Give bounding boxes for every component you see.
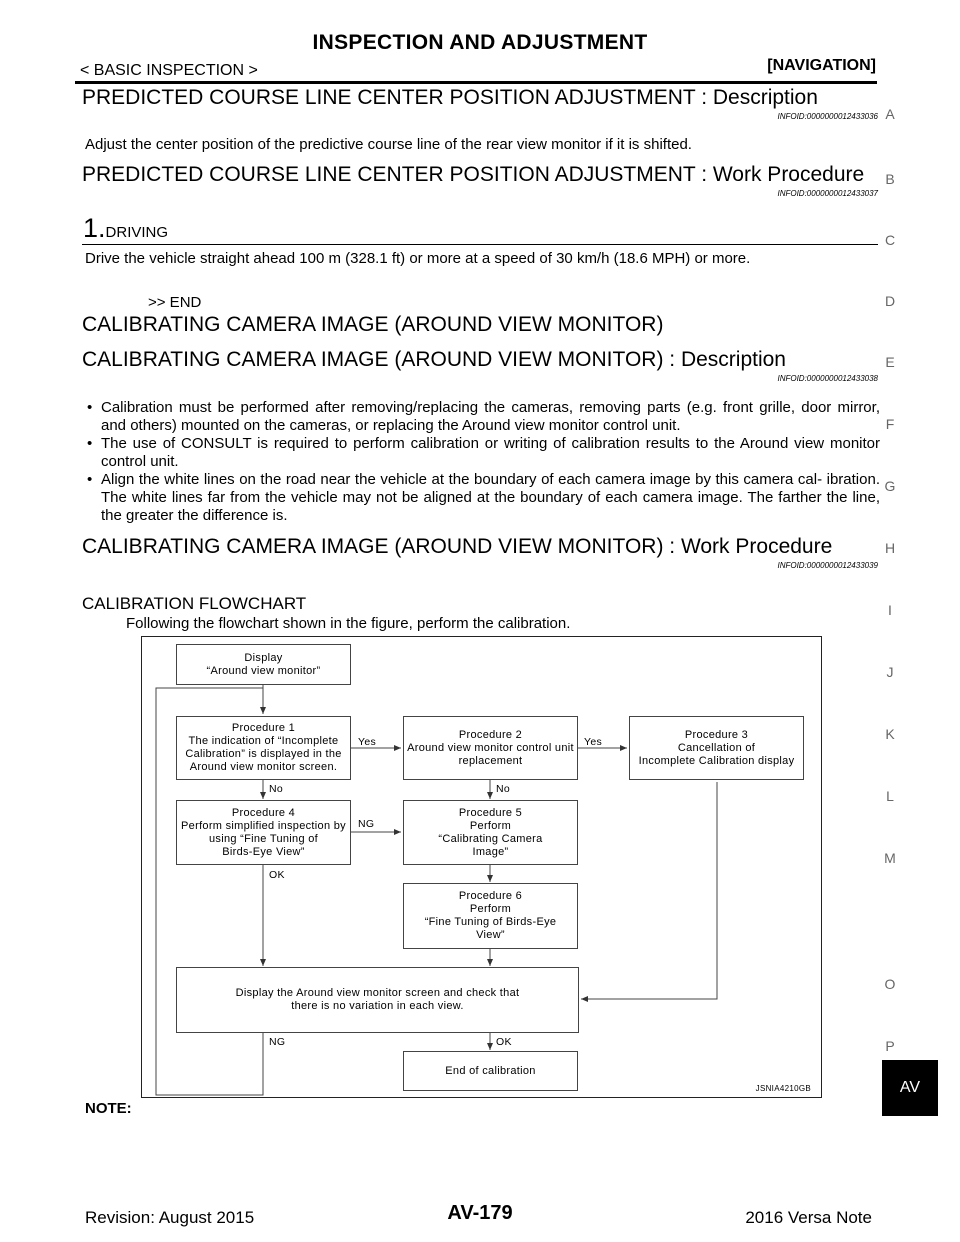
- step-1-text: Drive the vehicle straight ahead 100 m (…: [85, 250, 751, 267]
- ng-label: NG: [269, 1036, 286, 1048]
- section-tag: [NAVIGATION]: [767, 57, 876, 74]
- ok-label: OK: [269, 869, 285, 881]
- calib-work-infoid: INFOID:0000000012433039: [777, 561, 878, 570]
- ng-label: NG: [358, 818, 375, 830]
- flowchart-figure: Display“Around view monitor” Procedure 1…: [141, 636, 822, 1098]
- index-letter: L: [886, 788, 894, 804]
- index-tab-active[interactable]: AV: [882, 1060, 938, 1116]
- step-1-heading: 1.DRIVING: [83, 213, 168, 244]
- step-rule: [82, 244, 878, 245]
- bullet-item: •Align the white lines on the road near …: [87, 471, 880, 524]
- footer-revision: Revision: August 2015: [85, 1208, 255, 1227]
- index-letter: H: [884, 540, 896, 556]
- ok-label: OK: [496, 1036, 512, 1048]
- index-letter: A: [885, 106, 895, 122]
- flowchart-connectors: [155, 685, 718, 1096]
- footer-model: 2016 Versa Note: [745, 1208, 872, 1227]
- no-label: No: [496, 783, 511, 795]
- index-letter: I: [888, 602, 892, 618]
- pred-work-title: PREDICTED COURSE LINE CENTER POSITION AD…: [82, 163, 865, 186]
- index-letter: B: [885, 171, 895, 187]
- calib-desc-title: CALIBRATING CAMERA IMAGE (AROUND VIEW MO…: [82, 348, 786, 371]
- yes-label: Yes: [358, 736, 377, 748]
- yes-label: Yes: [584, 736, 603, 748]
- index-letter: P: [885, 1038, 895, 1054]
- pred-desc-text: Adjust the center position of the predic…: [85, 136, 692, 153]
- index-letter: C: [884, 232, 896, 248]
- calib-title: CALIBRATING CAMERA IMAGE (AROUND VIEW MO…: [82, 313, 664, 336]
- no-label: No: [269, 783, 284, 795]
- page-title: INSPECTION AND ADJUSTMENT: [312, 31, 648, 54]
- footer-page-number: AV-179: [447, 1202, 513, 1224]
- index-letter: F: [885, 416, 895, 432]
- calib-work-title: CALIBRATING CAMERA IMAGE (AROUND VIEW MO…: [82, 535, 833, 558]
- index-letter: J: [886, 664, 894, 680]
- bullet-item: •Calibration must be performed after rem…: [87, 399, 880, 434]
- step-number: 1.: [83, 213, 106, 243]
- header-rule: [75, 81, 877, 84]
- display-box: Display“Around view monitor”: [176, 644, 351, 685]
- note-label: NOTE:: [85, 1100, 132, 1117]
- calib-desc-infoid: INFOID:0000000012433038: [777, 374, 878, 383]
- check-box: Display the Around view monitor screen a…: [176, 967, 579, 1033]
- bullet-item: •The use of CONSULT is required to perfo…: [87, 435, 880, 470]
- breadcrumb: < BASIC INSPECTION >: [80, 62, 258, 79]
- index-letter: G: [884, 478, 896, 494]
- index-letter: E: [885, 354, 895, 370]
- pred-work-infoid: INFOID:0000000012433037: [777, 189, 878, 198]
- index-letter: K: [885, 726, 895, 742]
- step-1-end: >> END: [148, 294, 202, 311]
- flowchart-intro: Following the flowchart shown in the fig…: [126, 615, 571, 632]
- flowchart-heading: CALIBRATION FLOWCHART: [82, 594, 307, 613]
- index-letter: M: [884, 850, 896, 866]
- pred-desc-title: PREDICTED COURSE LINE CENTER POSITION AD…: [82, 86, 818, 109]
- index-letter: D: [884, 293, 896, 309]
- pred-desc-infoid: INFOID:0000000012433036: [777, 112, 878, 121]
- figure-id: JSNIA4210GB: [755, 1084, 811, 1093]
- step-label: DRIVING: [105, 224, 169, 241]
- index-letter: O: [884, 976, 896, 992]
- end-box: End of calibration: [403, 1051, 578, 1091]
